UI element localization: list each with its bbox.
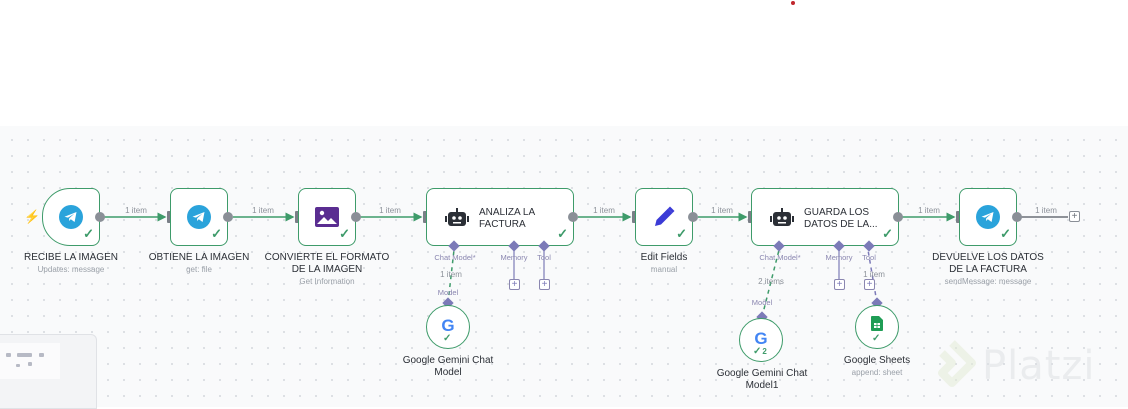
port-label: Chat Model* [434, 253, 476, 262]
connection-item-count: 1 item [252, 206, 274, 215]
node-subtitle: append: sheet [851, 368, 903, 377]
port-label: Memory [825, 253, 853, 262]
platzi-logo-icon [938, 340, 976, 387]
success-check-icon: ✓ [211, 226, 222, 241]
telegram-icon [59, 205, 83, 229]
recording-indicator [791, 1, 795, 5]
port-label: Memory [500, 253, 528, 262]
output-handle[interactable] [351, 212, 361, 222]
success-check-icon: ✓2 [753, 346, 767, 357]
node-convierte-formato[interactable]: ✓ [298, 188, 356, 246]
node-subtitle: manual [650, 265, 678, 274]
output-handle[interactable] [223, 212, 233, 222]
robot-icon [770, 208, 794, 226]
node-google-sheets[interactable]: ✓ [855, 305, 899, 349]
node-obtiene-la-imagen[interactable]: ✓ [170, 188, 228, 246]
connection-item-count: 1 item [1035, 206, 1057, 215]
input-handle[interactable] [632, 211, 637, 223]
minimap-viewport[interactable] [0, 343, 60, 379]
run-count: 2 [762, 347, 767, 356]
output-handle[interactable] [568, 212, 578, 222]
connection-item-count: 1 item [593, 206, 615, 215]
add-memory-button[interactable]: + [509, 279, 520, 290]
trigger-bolt-icon: ⚡ [24, 209, 41, 224]
connection-item-count: 1 item [863, 270, 885, 279]
node-google-gemini-chat-model1[interactable]: G ✓2 [739, 318, 783, 362]
node-title: Edit Fields [640, 252, 688, 263]
connection-item-count: 1 item [711, 206, 733, 215]
google-icon: G [441, 316, 455, 335]
success-check-icon: ✓ [872, 333, 881, 344]
success-check-icon: ✓ [339, 226, 350, 241]
image-icon [315, 207, 339, 227]
connection-item-count: 2 items [758, 277, 784, 286]
success-check-icon: ✓ [443, 333, 452, 344]
port-label: Tool [537, 253, 551, 262]
top-area [0, 0, 1128, 126]
success-check-icon: ✓ [676, 226, 687, 241]
output-handle[interactable] [95, 212, 105, 222]
pencil-icon [655, 206, 675, 226]
input-handle[interactable] [748, 211, 753, 223]
platzi-watermark: Platzi [928, 340, 1096, 392]
google-icon: G [754, 329, 768, 348]
node-subtitle: sendMessage: message [944, 277, 1032, 286]
minimap[interactable] [0, 334, 97, 409]
node-devuelve-datos[interactable]: ✓ [959, 188, 1017, 246]
node-subtitle: Updates: message [37, 265, 105, 274]
input-handle[interactable] [295, 211, 300, 223]
output-handle[interactable] [893, 212, 903, 222]
port-label: Model [437, 288, 459, 297]
port-label: Chat Model* [759, 253, 801, 262]
add-tool-button[interactable]: + [864, 279, 875, 290]
input-handle[interactable] [956, 211, 961, 223]
node-subtitle: get: file [186, 265, 212, 274]
input-handle[interactable] [167, 211, 172, 223]
google-sheets-icon [871, 316, 883, 331]
connection-item-count: 1 item [918, 206, 940, 215]
node-title: RECIBE LA IMAGEN [24, 252, 118, 263]
telegram-icon [976, 205, 1000, 229]
connection-item-count: 1 item [440, 270, 462, 279]
telegram-icon [187, 205, 211, 229]
node-recibe-la-imagen[interactable]: ✓ [42, 188, 100, 246]
input-handle[interactable] [423, 211, 428, 223]
connection-item-count: 1 item [379, 206, 401, 215]
add-tool-button[interactable]: + [539, 279, 550, 290]
output-handle[interactable] [688, 212, 698, 222]
node-google-gemini-chat-model[interactable]: G ✓ [426, 305, 470, 349]
node-title: OBTIENE LA IMAGEN [148, 252, 250, 263]
success-check-icon: ✓ [83, 226, 94, 241]
output-handle[interactable] [1012, 212, 1022, 222]
robot-icon [445, 208, 469, 226]
connection-item-count: 1 item [125, 206, 147, 215]
workflow-canvas[interactable] [0, 126, 1128, 407]
node-title: Google Sheets [843, 355, 911, 366]
port-label: Model [751, 298, 773, 307]
node-edit-fields[interactable]: ✓ [635, 188, 693, 246]
watermark-text: Platzi [982, 343, 1096, 389]
success-check-icon: ✓ [557, 226, 568, 241]
success-check-icon: ✓ [882, 226, 893, 241]
add-node-button[interactable]: + [1069, 211, 1080, 222]
add-memory-button[interactable]: + [834, 279, 845, 290]
port-label: Tool [862, 253, 876, 262]
node-subtitle: Get Information [299, 277, 355, 286]
success-check-icon: ✓ [1000, 226, 1011, 241]
